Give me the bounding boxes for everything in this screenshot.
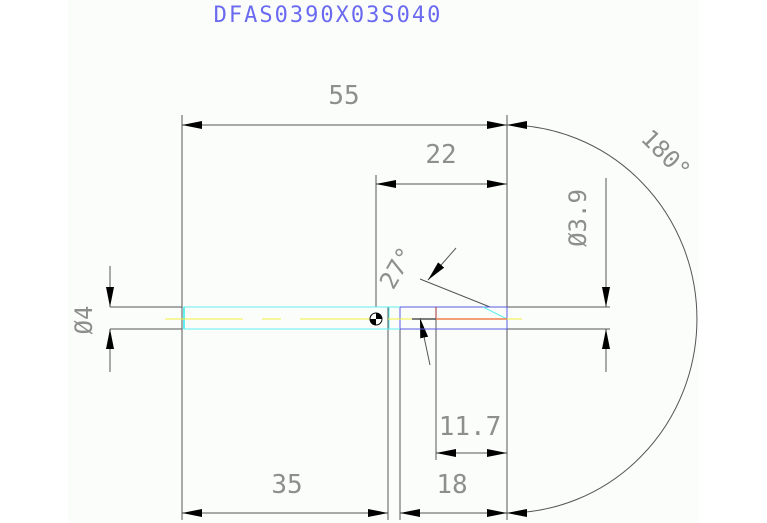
dim-label-d4: Ø4 <box>70 306 98 335</box>
dimension-overall-length: 55 <box>182 81 507 129</box>
dim-label-180: 180° <box>635 124 696 185</box>
tool-body <box>183 306 508 330</box>
dimension-tip-angle: 27° <box>374 242 491 366</box>
dimension-shank-length: 35 <box>182 470 388 517</box>
drawing-canvas <box>68 0 699 523</box>
drawing-title: DFAS0390X03S040 <box>214 3 443 28</box>
dimension-cutting-length: 11.7 <box>436 412 507 457</box>
dimension-arc-angle: 180° <box>506 121 698 517</box>
dim-label-11-7: 11.7 <box>439 412 502 442</box>
dim-label-27: 27° <box>374 242 420 294</box>
dimension-flute-length: 22 <box>376 140 507 188</box>
dimension-tip-length: 18 <box>400 470 507 517</box>
dimension-tip-diameter: Ø3.9 <box>564 178 610 372</box>
dim-label-18: 18 <box>436 470 467 500</box>
dim-label-22: 22 <box>425 140 456 170</box>
origin-marker-icon <box>369 312 383 326</box>
dim-label-d3-9: Ø3.9 <box>564 189 592 247</box>
dim-label-35: 35 <box>271 470 302 500</box>
dimension-shank-diameter: Ø4 <box>70 266 114 372</box>
dim-label-55: 55 <box>328 81 359 111</box>
